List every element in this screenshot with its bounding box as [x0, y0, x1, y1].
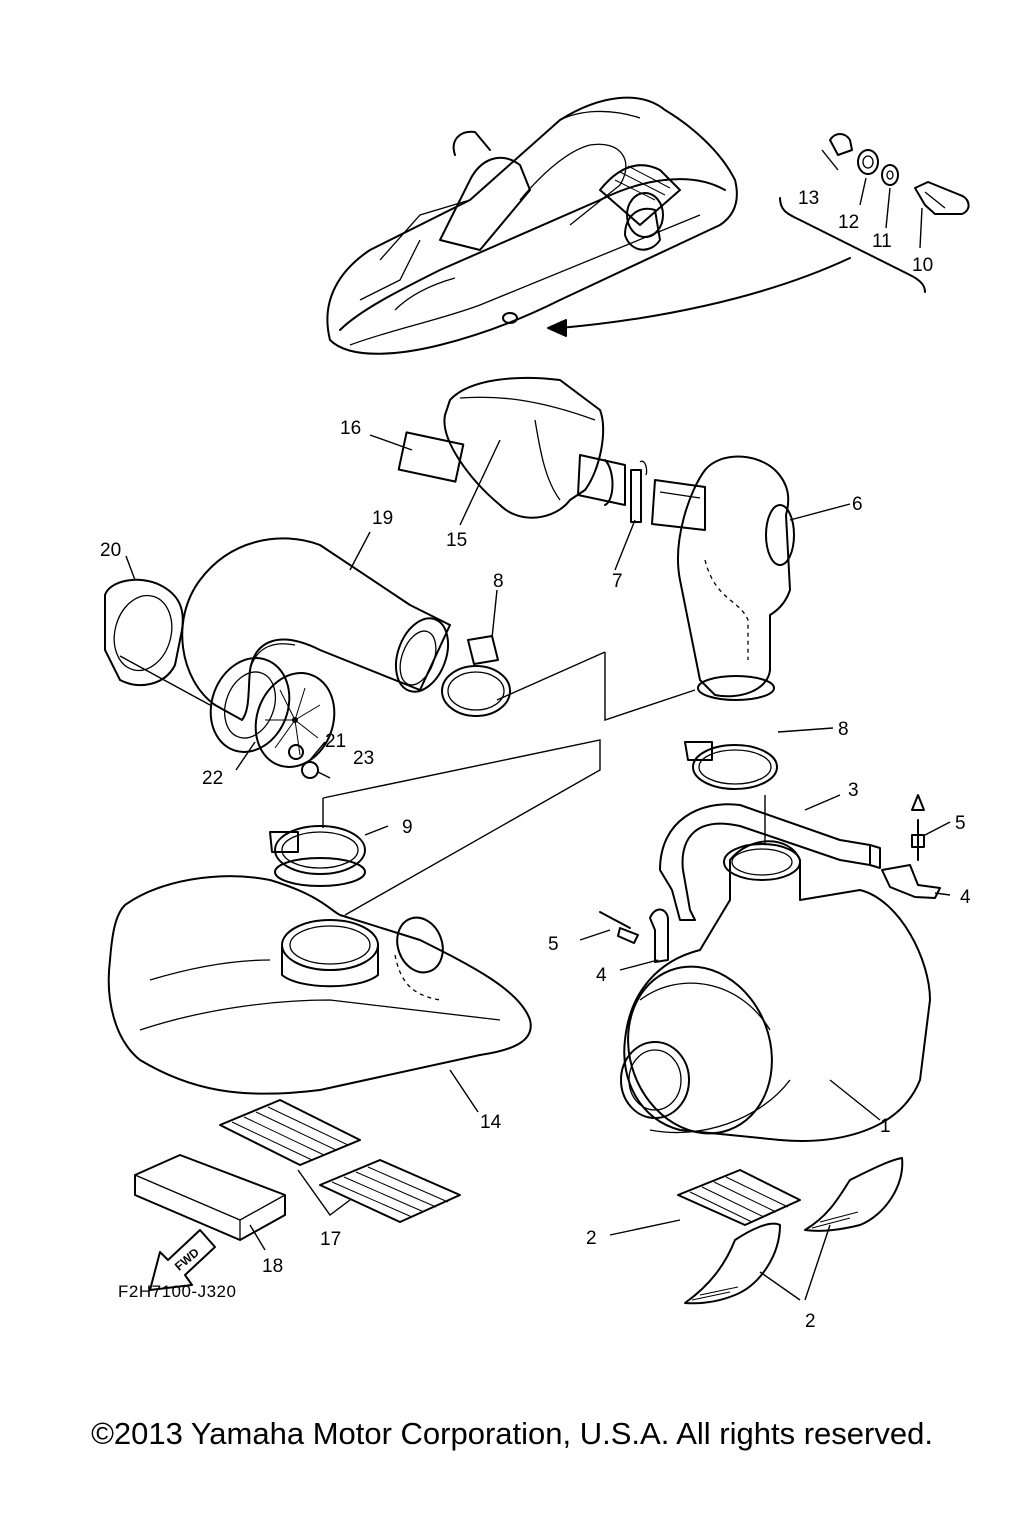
callout-18: 18 — [262, 1256, 283, 1277]
callout-22: 22 — [202, 768, 223, 789]
flange-plates — [104, 578, 336, 779]
intake-tube — [181, 537, 451, 721]
fwd-label: FWD — [172, 1245, 202, 1274]
callout-19: 19 — [372, 508, 393, 529]
callout-11: 11 — [872, 231, 892, 252]
resonator-chamber — [107, 875, 532, 1095]
diagram-code: F2H7100-J320 — [118, 1282, 237, 1301]
connection-line-lower — [322, 739, 601, 916]
hose-clamp-lower — [684, 741, 778, 790]
callout-15: 15 — [446, 530, 467, 551]
callout-12: 12 — [838, 212, 859, 233]
forward-arrow-icon: FWD — [149, 1229, 216, 1291]
fitting-parts — [829, 133, 970, 215]
hose-clamp-9 — [269, 825, 366, 887]
callout-23: 23 — [353, 748, 374, 769]
connection-line — [496, 651, 696, 721]
callout-2b: 2 — [805, 1311, 816, 1332]
callout-4a: 4 — [960, 887, 971, 908]
callout-20: 20 — [100, 540, 121, 561]
callout-8b: 8 — [838, 719, 849, 740]
callout-4b: 4 — [596, 965, 607, 986]
air-box — [620, 795, 931, 1142]
callout-8a: 8 — [493, 571, 504, 592]
callout-2a: 2 — [586, 1228, 597, 1249]
detail-bracket — [779, 197, 926, 293]
callout-5a: 5 — [955, 813, 966, 834]
foam-filters — [134, 1099, 461, 1241]
callout-3: 3 — [848, 780, 859, 801]
mounting-bracket-left — [599, 908, 669, 963]
intake-duct-box — [397, 376, 706, 531]
hose-clamp-upper — [441, 635, 511, 717]
callout-13: 13 — [798, 188, 819, 209]
callout-1: 1 — [880, 1116, 891, 1137]
copyright-notice: ©2013 Yamaha Motor Corporation, U.S.A. A… — [91, 1416, 933, 1451]
callout-17: 17 — [320, 1229, 341, 1250]
mounting-bracket-right — [881, 794, 941, 899]
callout-6: 6 — [852, 494, 863, 515]
callout-14: 14 — [480, 1112, 502, 1133]
callout-5b: 5 — [548, 934, 559, 955]
fitting-location-icon — [502, 312, 518, 324]
filter-pads — [677, 1157, 904, 1305]
callout-9: 9 — [402, 817, 413, 838]
callout-16: 16 — [340, 418, 361, 439]
watercraft-illustration — [326, 96, 851, 355]
callout-10: 10 — [912, 255, 933, 276]
callout-7: 7 — [612, 571, 623, 592]
callout-21: 21 — [325, 731, 346, 752]
elbow-duct — [677, 455, 795, 701]
callout-labels: 1 2 2 3 4 4 5 5 6 7 8 8 9 10 11 12 13 14… — [100, 188, 971, 1332]
leader-lines — [125, 149, 951, 1301]
